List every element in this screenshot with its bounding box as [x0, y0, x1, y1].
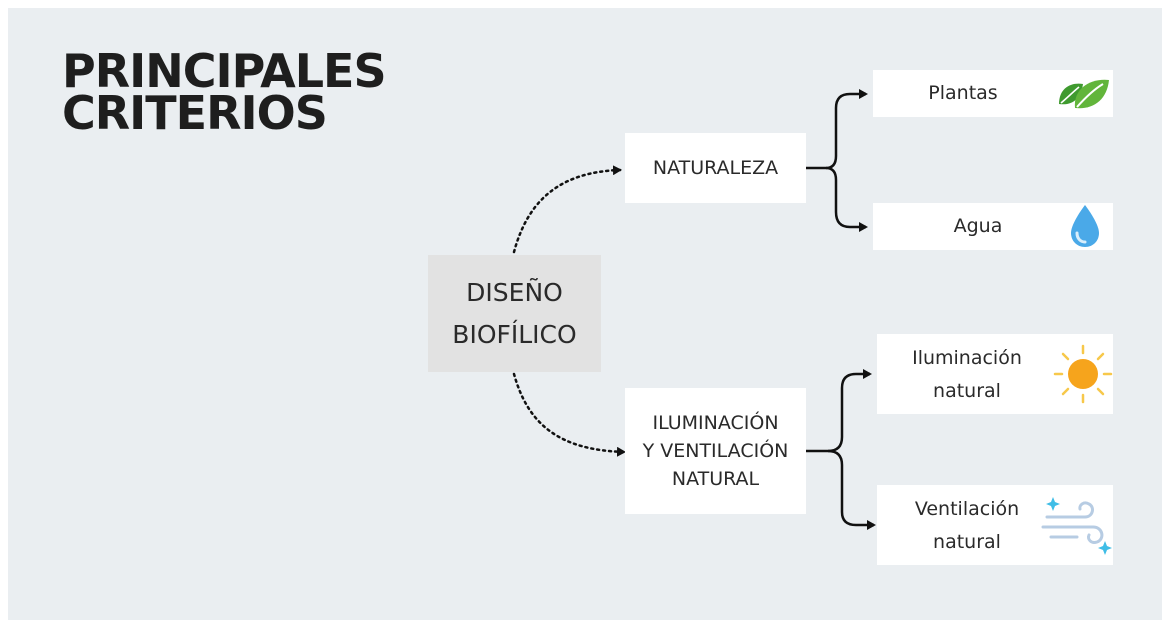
leaf-iluminacion-box: Iluminación natural — [877, 334, 1113, 414]
title-line-1: PRINCIPALES — [62, 44, 387, 98]
branch-iluminacion-label-2: Y VENTILACIÓN — [642, 440, 789, 462]
dotted-connector-bottom — [512, 372, 626, 457]
title-line-2: CRITERIOS — [62, 86, 328, 140]
leaf-iluminacion-label-2: natural — [933, 380, 1001, 402]
leaf-ventilacion-box: Ventilación natural — [877, 485, 1113, 565]
branch-naturaleza-box: NATURALEZA — [625, 133, 806, 203]
page-title: PRINCIPALES CRITERIOS — [62, 44, 387, 140]
sun-icon — [1053, 344, 1113, 404]
leaf-agua-label: Agua — [953, 215, 1003, 237]
leaf-iluminacion-label-1: Iluminación — [912, 347, 1022, 369]
water-drop-icon — [1071, 205, 1099, 247]
leaf-plantas-box: Plantas — [873, 70, 1113, 117]
leaf-ventilacion-label-1: Ventilación — [914, 498, 1020, 520]
leaf-plantas-label: Plantas — [928, 82, 998, 104]
central-concept-box: DISEÑO BIOFÍLICO — [428, 255, 601, 372]
leaf-icon — [1059, 79, 1109, 109]
branch-iluminacion-label-1: ILUMINACIÓN — [652, 412, 779, 434]
branch-iluminacion-label-3: NATURAL — [671, 468, 760, 490]
center-line-1: DISEÑO — [466, 277, 563, 307]
branch-iluminacion-box: ILUMINACIÓN Y VENTILACIÓN NATURAL — [625, 388, 806, 514]
leaf-agua-box: Agua — [873, 203, 1113, 250]
bracket-naturaleza — [806, 89, 868, 170]
dotted-connector-top — [512, 165, 622, 254]
leaf-ventilacion-label-2: natural — [933, 531, 1001, 553]
wind-icon — [1041, 497, 1112, 555]
bracket-iluminacion — [804, 369, 872, 453]
center-line-2: BIOFÍLICO — [452, 319, 577, 349]
branch-naturaleza-label: NATURALEZA — [652, 157, 779, 179]
